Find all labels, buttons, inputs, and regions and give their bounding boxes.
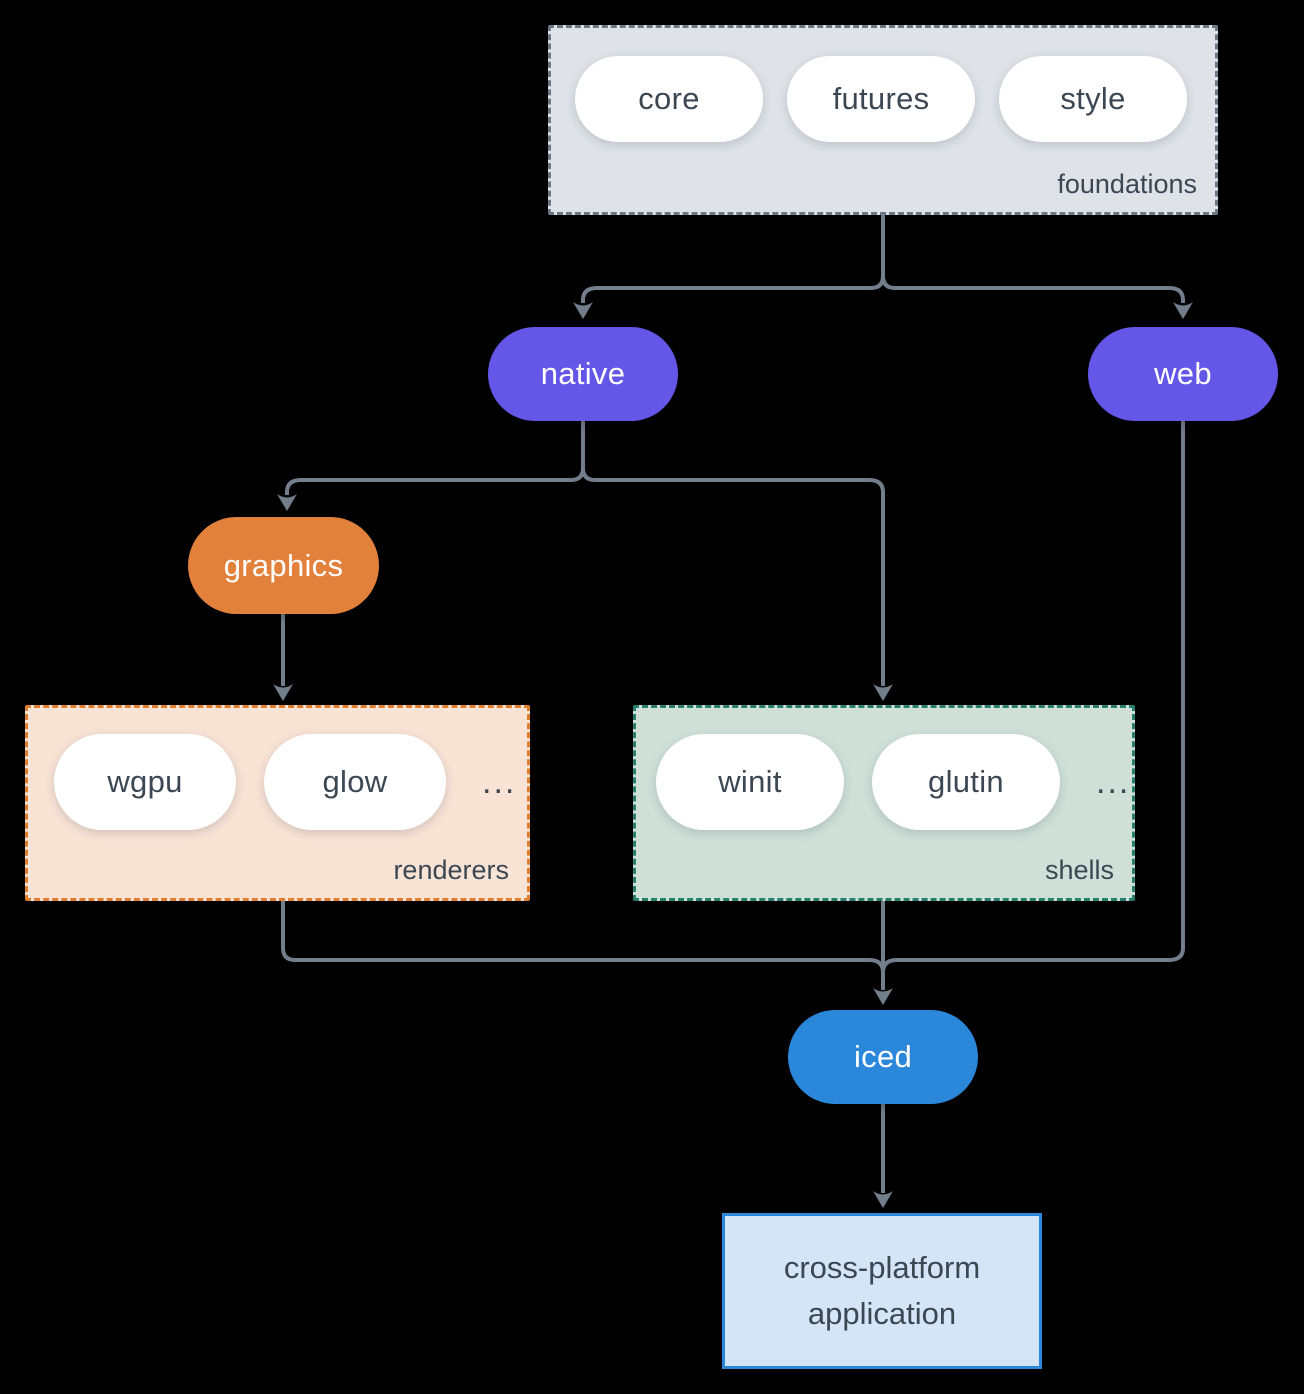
node-native: native <box>488 327 678 421</box>
node-glutin: glutin <box>872 734 1060 830</box>
group-shells: winit glutin ... shells <box>633 705 1135 901</box>
node-iced: iced <box>788 1010 978 1104</box>
node-core: core <box>575 56 763 142</box>
connector-renderers-iced <box>281 901 885 974</box>
renderers-label: renderers <box>393 855 509 885</box>
connector-foundations-native <box>581 215 885 303</box>
node-cross-platform-application: cross-platform application <box>722 1213 1042 1369</box>
node-futures: futures <box>787 56 975 142</box>
connector-native-graphics <box>285 421 585 495</box>
node-graphics: graphics <box>188 517 379 614</box>
arrowhead-renderers <box>273 684 293 701</box>
foundations-pill-row: core futures style <box>575 56 1187 142</box>
arrowhead-iced <box>873 988 893 1005</box>
shells-ellipsis: ... <box>1096 762 1131 801</box>
node-style: style <box>999 56 1187 142</box>
arrowhead-shells <box>873 684 893 701</box>
arrowhead-application <box>873 1191 893 1208</box>
renderers-ellipsis: ... <box>482 762 517 801</box>
group-renderers: wgpu glow ... renderers <box>25 705 530 901</box>
foundations-label: foundations <box>1057 169 1197 199</box>
group-foundations: core futures style foundations <box>548 25 1218 215</box>
node-glow: glow <box>264 734 446 830</box>
arrowhead-web <box>1173 302 1193 319</box>
node-web: web <box>1088 327 1278 421</box>
shells-label: shells <box>1044 855 1114 885</box>
connector-foundations-web <box>881 215 1185 303</box>
arrowhead-native <box>573 302 593 319</box>
shells-pill-row: winit glutin ... <box>656 734 1130 830</box>
arrowhead-graphics <box>277 494 297 511</box>
node-winit: winit <box>656 734 844 830</box>
renderers-pill-row: wgpu glow ... <box>54 734 516 830</box>
connector-native-shells <box>581 421 885 686</box>
node-wgpu: wgpu <box>54 734 236 830</box>
